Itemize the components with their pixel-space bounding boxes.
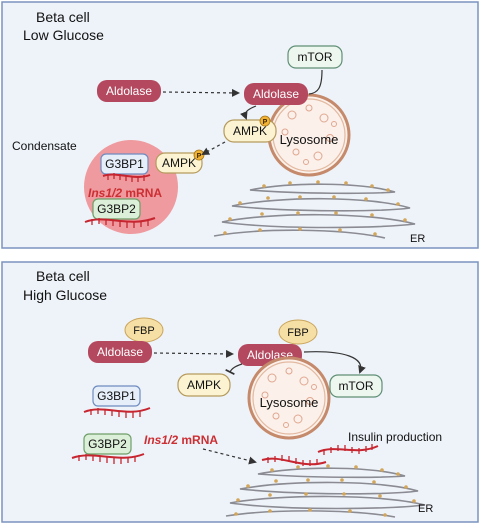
ampk-label: AMPK <box>187 378 221 392</box>
aldolase-bound <box>244 83 308 105</box>
fbp-bound <box>278 319 318 345</box>
lysosome-label: Lysosome <box>280 132 339 147</box>
g3bp1-protein <box>100 153 149 175</box>
insulin-production-label: Insulin production <box>348 430 442 444</box>
aldolase-free-label: Aldolase <box>106 84 152 98</box>
ampk-complex <box>177 373 231 397</box>
ins-gene-name: Ins1/2 <box>144 433 178 447</box>
aldolase-bound-label: Aldolase <box>253 87 299 101</box>
ampk-condensate <box>155 152 203 174</box>
panel-high-glucose: Beta cell High Glucose FBP Aldolase FBP … <box>1 261 479 523</box>
ins-mrna-label: Ins1/2 mRNA <box>88 186 162 200</box>
g3bp2-label: G3BP2 <box>88 437 127 451</box>
arrow-activate-mtor <box>303 351 366 374</box>
g3bp2-label: G3BP2 <box>97 202 136 216</box>
ins-mrna-label: Ins1/2 mRNA <box>144 433 218 447</box>
arrow-aldolase-translocation <box>162 88 240 97</box>
mrna-strand <box>102 173 151 182</box>
panel-low-glucose-title-line2: Low Glucose <box>23 27 104 43</box>
mrna-strand <box>71 453 145 464</box>
er-ribosomes <box>223 180 407 236</box>
g3bp1-label: G3BP1 <box>105 157 144 171</box>
mrna-strand <box>317 444 379 455</box>
g3bp1-label: G3BP1 <box>97 389 136 403</box>
panel-high-glucose-frame <box>1 261 479 523</box>
g3bp1-protein <box>92 385 141 407</box>
g3bp2-protein <box>83 433 132 455</box>
condensate-label: Condensate <box>12 139 77 153</box>
arrow-mrna-to-er <box>202 448 257 465</box>
panel-high-glucose-title-line1: Beta cell <box>36 268 90 284</box>
fbp-free-label: FBP <box>133 325 154 337</box>
ins-gene-name: Ins1/2 <box>88 186 122 200</box>
aldolase-free <box>97 80 161 102</box>
g3bp2-protein <box>92 198 141 220</box>
mtor-complex <box>287 45 343 69</box>
aldolase-free <box>88 341 152 363</box>
connector-mtor <box>308 69 323 95</box>
arrow-aldolase-to-ampk <box>240 105 257 120</box>
panel-high-glucose-title-line2: High Glucose <box>23 287 107 303</box>
phospho-label: P <box>263 119 268 126</box>
mtor-label: mTOR <box>338 379 373 393</box>
lysosome <box>247 356 331 440</box>
ampk-lysosome-label: AMPK <box>233 124 267 138</box>
mtor-complex <box>329 374 383 398</box>
fbp-bound-label: FBP <box>287 327 308 339</box>
lysosome-label: Lysosome <box>260 395 319 410</box>
mrna-strand <box>83 407 151 418</box>
arrow-ampk-to-condensate <box>201 141 226 155</box>
mrna-strand <box>84 217 156 228</box>
mtor-label: mTOR <box>297 50 332 64</box>
ampk-condensate-label: AMPK <box>162 156 196 170</box>
er-label: ER <box>418 503 433 515</box>
ins-mrna-suffix: mRNA <box>122 186 162 200</box>
aldolase-free-label: Aldolase <box>97 345 143 359</box>
arrow-aldolase-translocation <box>153 349 234 358</box>
panel-low-glucose-title-line1: Beta cell <box>36 9 90 25</box>
er-ribosomes <box>234 464 416 517</box>
panel-low-glucose: Beta cell Low Glucose Condensate G3BP1 I… <box>1 1 479 249</box>
ins-mrna-suffix: mRNA <box>178 433 218 447</box>
mrna-strand <box>261 455 327 466</box>
phospho-badge <box>259 115 271 127</box>
phospho-label: P <box>197 153 202 160</box>
er-label: ER <box>410 233 425 245</box>
inhibit-ampk <box>225 363 243 376</box>
